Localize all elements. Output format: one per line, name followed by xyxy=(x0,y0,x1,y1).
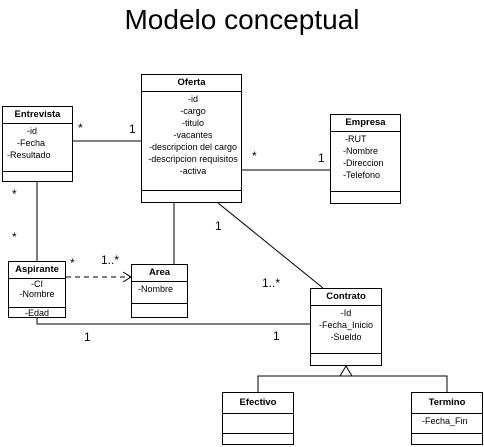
class-aspirante: Aspirante -CI -Nombre -Edad xyxy=(8,261,66,318)
class-contrato: Contrato -Id -Fecha_Inicio -Sueldo xyxy=(310,288,382,366)
class-efectivo-name: Efectivo xyxy=(223,393,293,414)
class-entrevista-name: Entrevista xyxy=(3,107,72,124)
mult-entrevista-oferta-near-oferta: 1 xyxy=(129,122,136,136)
class-oferta-name: Oferta xyxy=(142,75,241,92)
class-aspirante-operations: -Edad xyxy=(9,308,65,319)
class-contrato-attributes: -Id -Fecha_Inicio -Sueldo xyxy=(311,306,381,354)
class-contrato-name: Contrato xyxy=(311,289,381,306)
attr-aspirante-edad: -Edad xyxy=(24,308,50,318)
mult-oferta-empresa-near-oferta: * xyxy=(252,149,257,163)
attr-oferta-descripcion-requisitos: -descripcion requisitos xyxy=(148,154,238,164)
class-termino: Termino -Fecha_Fin xyxy=(411,392,483,445)
mult-aspirante-contrato-near-contrato: 1 xyxy=(273,329,280,343)
class-termino-attributes: -Fecha_Fin xyxy=(412,414,482,434)
attr-oferta-cargo: -cargo xyxy=(180,106,206,116)
class-entrevista: Entrevista -id -Fecha -Resultado xyxy=(2,106,73,182)
attr-oferta-activa: -activa xyxy=(179,166,207,176)
mult-aspirante-area-near-area: 1..* xyxy=(101,253,120,267)
mult-oferta-empresa-near-empresa: 1 xyxy=(318,151,325,165)
line-generalization-branch xyxy=(257,375,448,392)
line-oferta-contrato xyxy=(217,202,324,289)
attr-contrato-fecha-inicio: -Fecha_Inicio xyxy=(318,320,374,330)
attr-entrevista-id: -id xyxy=(27,126,38,136)
class-entrevista-attributes: -id -Fecha -Resultado xyxy=(3,124,72,172)
attr-entrevista-fecha: -Fecha xyxy=(17,138,46,148)
diagram-title: Modelo conceptual xyxy=(124,4,360,35)
mult-aspirante-area-near-aspirante: * xyxy=(70,256,75,270)
class-efectivo-attributes xyxy=(223,414,293,434)
mult-entrevista-aspirante-near-entrevista: * xyxy=(12,187,17,201)
mult-oferta-contrato-near-oferta: 1 xyxy=(215,219,222,233)
attr-oferta-titulo: -titulo xyxy=(181,118,204,128)
mult-oferta-contrato-near-contrato: 1..* xyxy=(262,276,281,290)
class-termino-name: Termino xyxy=(412,393,482,414)
attr-aspirante-ci: -CI xyxy=(31,279,43,289)
attr-empresa-rut: -RUT xyxy=(345,134,367,144)
attr-oferta-vacantes: -vacantes xyxy=(173,130,213,140)
class-area: Area -Nombre xyxy=(131,264,188,318)
attr-aspirante-nombre: -Nombre xyxy=(19,289,55,299)
generalization-triangle xyxy=(339,365,353,377)
attr-entrevista-resultado: -Resultado xyxy=(7,150,51,160)
mult-entrevista-aspirante-near-aspirante: * xyxy=(12,230,17,244)
line-aspirante-contrato xyxy=(36,318,310,325)
class-aspirante-attributes: -CI -Nombre xyxy=(9,279,65,308)
attr-contrato-id: -Id xyxy=(340,308,352,318)
class-efectivo: Efectivo xyxy=(222,392,294,445)
attr-oferta-descripcion-cargo: -descripcion del cargo xyxy=(148,142,238,152)
class-area-attributes: -Nombre xyxy=(132,282,187,304)
mult-entrevista-oferta-near-entrevista: * xyxy=(78,121,83,135)
class-aspirante-name: Aspirante xyxy=(9,262,65,279)
class-empresa-attributes: -RUT -Nombre -Direccion -Telefono xyxy=(331,132,400,192)
class-oferta: Oferta -id -cargo -titulo -vacantes -des… xyxy=(141,74,242,203)
attr-oferta-id: -id xyxy=(187,94,198,104)
attr-area-nombre: -Nombre xyxy=(138,284,174,294)
attr-termino-fecha-fin: -Fecha_Fin xyxy=(422,416,468,426)
class-oferta-attributes: -id -cargo -titulo -vacantes -descripcio… xyxy=(142,92,241,191)
attr-empresa-direccion: -Direccion xyxy=(343,158,384,168)
attr-empresa-nombre: -Nombre xyxy=(343,146,379,156)
attr-empresa-telefono: -Telefono xyxy=(343,170,381,180)
attr-contrato-sueldo: -Sueldo xyxy=(330,332,362,342)
mult-aspirante-contrato-near-aspirante: 1 xyxy=(84,330,91,344)
class-empresa: Empresa -RUT -Nombre -Direccion -Telefon… xyxy=(330,114,401,204)
class-empresa-name: Empresa xyxy=(331,115,400,132)
class-area-name: Area xyxy=(132,265,187,282)
